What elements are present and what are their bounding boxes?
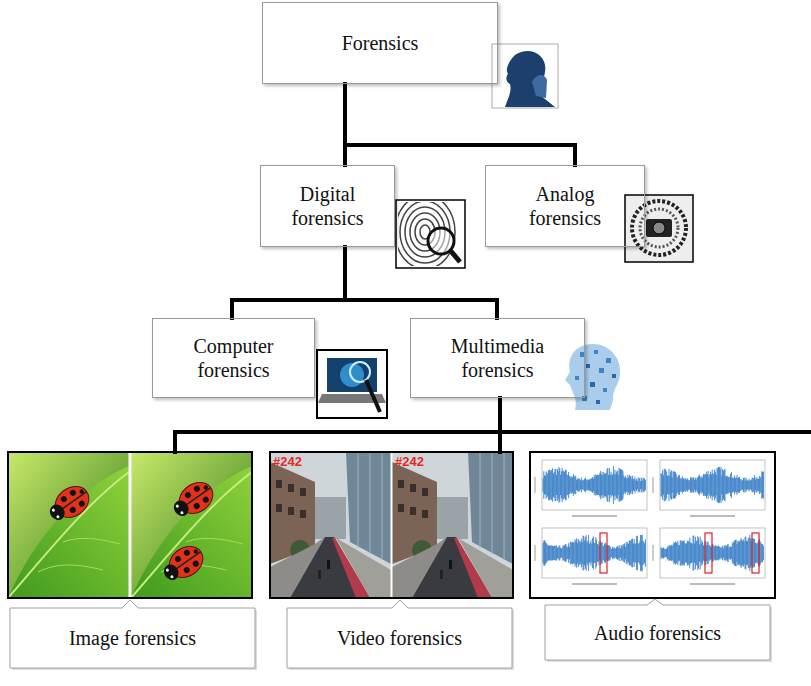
camera-icon bbox=[640, 209, 678, 247]
tree-connector bbox=[345, 247, 497, 318]
waveform-plots bbox=[572, 515, 617, 517]
multimedia-icon bbox=[596, 400, 600, 404]
waveform-plots bbox=[543, 535, 645, 572]
waveform-plots bbox=[660, 528, 765, 578]
tree-connector bbox=[232, 247, 345, 318]
forensics-icon bbox=[532, 75, 547, 98]
node-label: Multimedia forensics bbox=[435, 334, 560, 382]
waveform-plots bbox=[542, 460, 647, 510]
multimedia-icon bbox=[565, 344, 620, 410]
camera-icon bbox=[625, 195, 693, 262]
video-panel bbox=[270, 452, 391, 598]
camera-icon bbox=[625, 195, 693, 262]
waveform-plots bbox=[705, 533, 712, 573]
tree-connector bbox=[345, 84, 575, 165]
tree-connector bbox=[175, 398, 500, 452]
node-label: Forensics bbox=[342, 31, 419, 55]
laptop-icon bbox=[317, 350, 387, 418]
callout-shapes bbox=[545, 599, 770, 660]
media-panel: Video forensics bbox=[270, 452, 513, 668]
forensics-icon bbox=[492, 44, 558, 108]
tree-connector bbox=[498, 398, 502, 452]
callout-box: Image forensics bbox=[10, 608, 255, 668]
multimedia-icon bbox=[590, 382, 595, 387]
waveform-plots bbox=[752, 533, 759, 573]
node-label: Computer forensics bbox=[174, 334, 294, 382]
category-box: Digital forensics bbox=[260, 165, 395, 247]
fingerprint-icon bbox=[398, 202, 455, 266]
callout-shapes bbox=[287, 600, 512, 668]
forensics-icon bbox=[505, 51, 555, 107]
image-panel bbox=[8, 452, 129, 598]
laptop-icon bbox=[366, 380, 380, 412]
waveform-plots bbox=[652, 545, 654, 561]
waveform-plots bbox=[690, 583, 735, 585]
video-panel bbox=[270, 452, 513, 598]
category-box: Computer forensics bbox=[152, 318, 315, 398]
laptop-icon bbox=[317, 350, 387, 418]
callout-box: Video forensics bbox=[287, 608, 512, 668]
forensics-icon bbox=[492, 44, 558, 108]
waveform-plots bbox=[600, 533, 607, 573]
multimedia-icon bbox=[606, 358, 611, 363]
waveform-plots bbox=[660, 460, 765, 510]
waveform-plots bbox=[543, 466, 645, 504]
camera-icon bbox=[653, 222, 665, 234]
fingerprint-icon bbox=[450, 250, 460, 262]
callout-shapes bbox=[10, 600, 255, 668]
node-label: Video forensics bbox=[337, 626, 462, 650]
bus-line bbox=[500, 430, 811, 434]
callout-shapes bbox=[10, 599, 772, 670]
image-panel bbox=[167, 476, 218, 524]
waveform-plots bbox=[534, 477, 536, 493]
node-label: Analog forensics bbox=[505, 182, 625, 230]
laptop-icon bbox=[350, 362, 370, 382]
waveform-plots bbox=[661, 467, 763, 503]
video-panel bbox=[392, 452, 513, 598]
multimedia-icon bbox=[575, 376, 579, 380]
node-label: Image forensics bbox=[69, 626, 196, 650]
waveform-plots bbox=[534, 545, 536, 561]
waveform-plots bbox=[652, 477, 654, 493]
multimedia-icon bbox=[612, 374, 616, 378]
frame-number: #242 bbox=[273, 455, 302, 469]
fingerprint-icon bbox=[395, 195, 465, 269]
image-panel bbox=[131, 452, 252, 598]
video-panel bbox=[391, 452, 393, 598]
multimedia-icon bbox=[599, 368, 604, 373]
video-panel bbox=[270, 452, 513, 598]
multimedia-icon bbox=[565, 344, 620, 410]
image-panel bbox=[157, 540, 208, 588]
image-panel bbox=[8, 452, 252, 598]
camera-icon bbox=[646, 219, 672, 237]
category-box: Multimedia forensics bbox=[410, 318, 585, 398]
media-panel: Audio forensics bbox=[530, 452, 775, 660]
frame-number: #242 bbox=[395, 455, 424, 469]
multimedia-icon bbox=[586, 364, 590, 368]
image-panel bbox=[43, 480, 94, 528]
waveform-plots bbox=[690, 515, 735, 517]
image-panel bbox=[129, 452, 132, 598]
waveform-plots bbox=[542, 528, 647, 578]
category-box: Analog forensics bbox=[485, 165, 645, 247]
node-label: Audio forensics bbox=[594, 621, 721, 645]
audio-panel bbox=[530, 452, 775, 598]
audio-panel bbox=[530, 452, 775, 598]
waveform-plots bbox=[534, 460, 765, 585]
media-panel: Image forensics bbox=[8, 452, 255, 668]
fingerprint-icon bbox=[398, 202, 455, 266]
waveform-plots bbox=[572, 583, 617, 585]
callout-box: Audio forensics bbox=[545, 605, 770, 660]
node-label: Digital forensics bbox=[272, 182, 384, 230]
multimedia-icon bbox=[594, 350, 598, 354]
multimedia-icon bbox=[603, 388, 607, 392]
category-box: Forensics bbox=[262, 2, 498, 84]
image-panel bbox=[8, 452, 252, 598]
